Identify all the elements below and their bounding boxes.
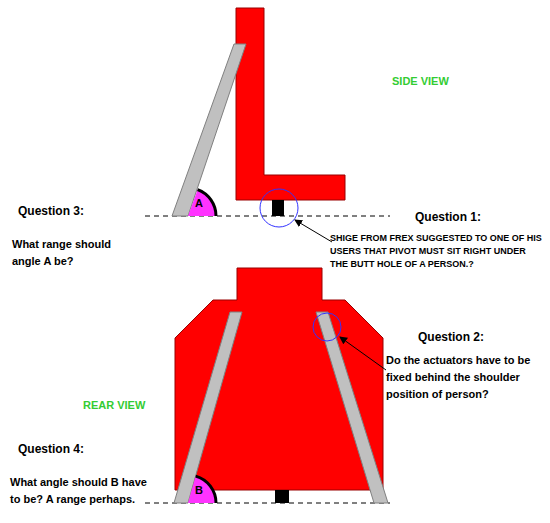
pivot-post — [272, 200, 284, 216]
angle-sector: B — [188, 475, 218, 503]
question-heading: Question 2: — [418, 330, 484, 344]
leader-arrow — [295, 220, 332, 242]
seat-rear — [175, 268, 383, 490]
actuator — [172, 44, 246, 216]
question-text: Do the actuators have to be fixed behind… — [386, 352, 544, 403]
sector-fill — [188, 190, 216, 216]
angle-letter: A — [195, 197, 203, 209]
angle-letter: B — [195, 484, 203, 496]
question-text: What angle should B have to be? A range … — [10, 474, 160, 508]
sector-shape — [188, 475, 218, 503]
actuator — [174, 312, 242, 503]
highlight-circle — [260, 189, 298, 227]
view-title: SIDE VIEW — [392, 74, 449, 88]
question-heading: Question 4: — [18, 442, 84, 456]
view-title: REAR VIEW — [83, 398, 145, 412]
question-text: What range should angle A be? — [12, 236, 130, 270]
leader-arrow — [340, 337, 386, 370]
seat-side — [236, 8, 345, 200]
highlight-circle — [313, 313, 341, 341]
question-heading: Question 3: — [18, 204, 84, 218]
pivot-post — [275, 490, 289, 503]
angle-arc — [196, 476, 216, 503]
note-text: SHIGE FROM FREX SUGGESTED TO ONE OF HIS … — [330, 232, 544, 271]
question-heading: Question 1: — [415, 210, 481, 224]
angle-sector: A — [188, 188, 218, 216]
sector-fill — [188, 476, 216, 503]
sector-shape — [188, 188, 218, 216]
